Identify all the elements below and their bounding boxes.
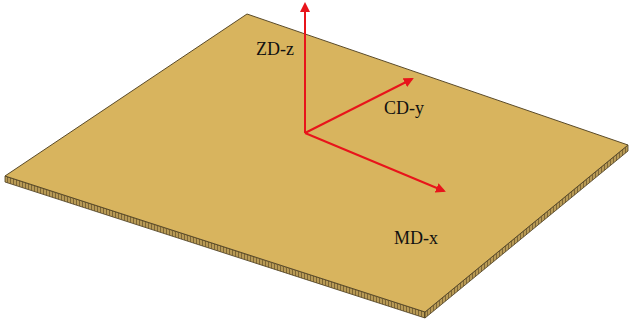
board-face [5, 14, 628, 312]
axis-label: ZD-z [256, 40, 294, 58]
axis-label: CD-y [384, 99, 424, 117]
axis-label: MD-x [394, 229, 438, 247]
z-axis-arrow [304, 4, 306, 133]
x-axis-arrow [305, 133, 444, 191]
